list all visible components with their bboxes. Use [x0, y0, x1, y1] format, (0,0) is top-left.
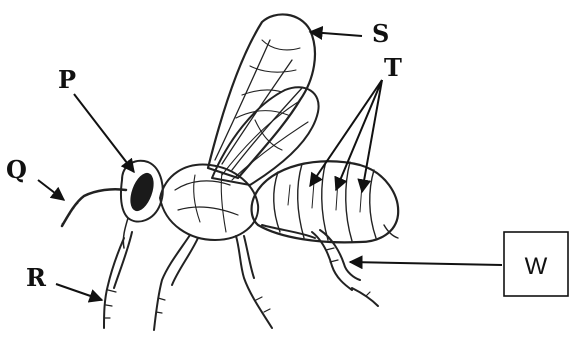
- compound-eye: [126, 170, 158, 214]
- label-q: Q: [6, 155, 27, 184]
- arrow-q: [38, 180, 64, 200]
- label-s: S: [372, 19, 389, 48]
- arrow-t-2: [336, 80, 382, 190]
- head: [121, 161, 163, 248]
- arrow-p: [74, 94, 134, 172]
- thorax: [160, 165, 258, 240]
- abdomen: [252, 161, 399, 242]
- arrow-s: [310, 32, 362, 36]
- antenna: [62, 189, 126, 226]
- bee-illustration: [62, 14, 398, 330]
- middle-leg: [154, 235, 272, 330]
- arrow-r: [56, 284, 102, 300]
- label-w: W: [525, 253, 548, 280]
- front-leg: [104, 232, 132, 328]
- label-t: T: [384, 53, 402, 82]
- label-p: P: [58, 65, 76, 94]
- arrow-w: [350, 262, 502, 265]
- label-r: R: [26, 263, 47, 292]
- hind-leg: [262, 225, 378, 306]
